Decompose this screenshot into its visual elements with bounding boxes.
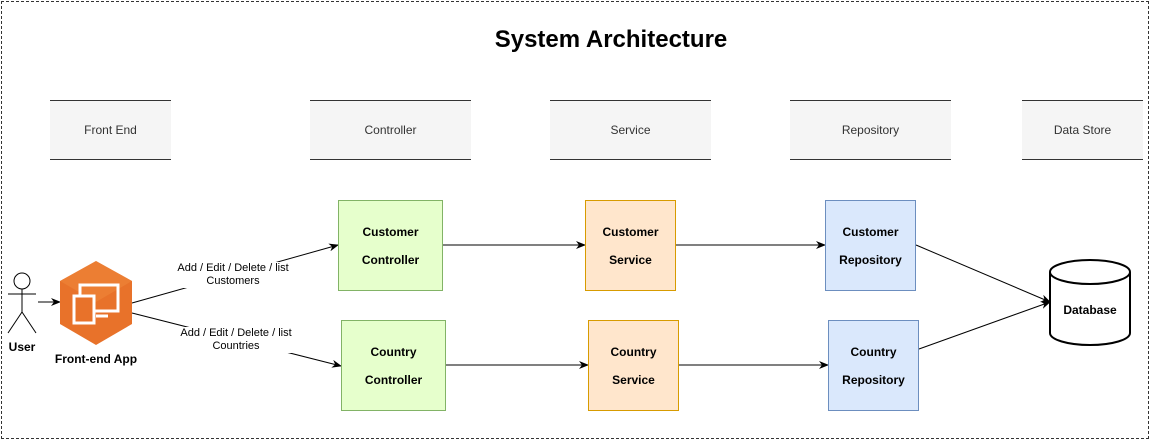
country-service-node: Country Service	[588, 320, 679, 411]
node-label: Country	[850, 344, 897, 359]
node-label: Repository	[842, 372, 905, 387]
edge-customer-repository-db	[915, 244, 1051, 303]
lane-label: Service	[610, 123, 651, 137]
diagram-title: System Architecture	[0, 26, 1152, 54]
node-label: Controller	[361, 252, 420, 267]
country-controller-node: Country Controller	[341, 320, 446, 411]
node-label: Customer	[602, 224, 659, 239]
node-label: Repository	[839, 252, 902, 267]
node-label: Controller	[364, 372, 423, 387]
database-icon	[1049, 259, 1131, 346]
node-label: Customer	[362, 224, 419, 239]
lane-front-end: Front End	[50, 100, 171, 160]
database-label: Database	[1063, 303, 1117, 317]
lane-label: Repository	[841, 123, 900, 137]
customer-repository-node: Customer Repository	[825, 200, 916, 291]
customer-service-node: Customer Service	[585, 200, 676, 291]
lane-label: Controller	[364, 123, 417, 137]
country-repository-node: Country Repository	[828, 320, 919, 411]
frontend-app-label: Front-end App	[54, 352, 138, 366]
edge-label-countries: Add / Edit / Delete / list Countries	[172, 327, 300, 353]
edge-label-customers: Add / Edit / Delete / list Customers	[170, 262, 296, 288]
lane-repository: Repository	[790, 100, 951, 160]
node-label: Customer	[842, 224, 899, 239]
lane-service: Service	[550, 100, 711, 160]
node-label: Service	[612, 372, 655, 387]
lane-label: Data Store	[1053, 123, 1112, 137]
node-label: Country	[610, 344, 657, 359]
user-actor-icon	[7, 272, 37, 334]
user-label: User	[8, 340, 36, 354]
lane-controller: Controller	[310, 100, 471, 160]
frontend-app-icon	[60, 261, 132, 345]
title-text: System Architecture	[494, 26, 728, 53]
customer-controller-node: Customer Controller	[338, 200, 443, 291]
lane-data-store: Data Store	[1022, 100, 1143, 160]
edge-country-repository-db	[918, 301, 1051, 350]
node-label: Country	[370, 344, 417, 359]
node-label: Service	[609, 252, 652, 267]
lane-label: Front End	[84, 123, 137, 137]
